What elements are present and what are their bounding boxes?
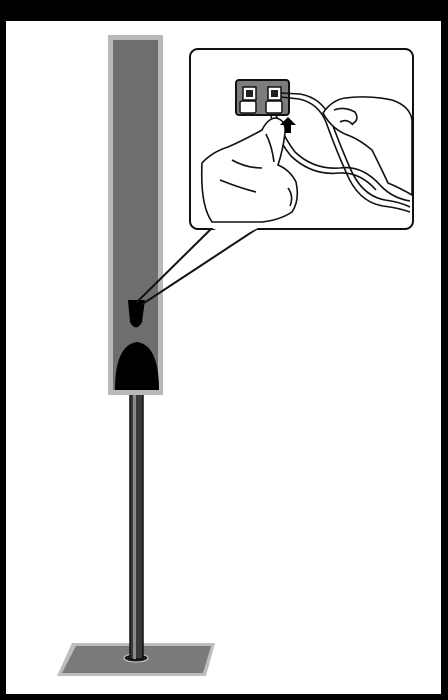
- insert-arrow-icon: [280, 117, 296, 133]
- speaker-tower-icon: [108, 35, 163, 395]
- terminal-opening-icon: [128, 300, 145, 328]
- left-hand-icon: [200, 117, 299, 223]
- speaker-wire-icon: [270, 92, 411, 213]
- pole-socket-icon: [115, 342, 159, 390]
- zoom-callout-icon: [189, 48, 414, 232]
- zoom-callout-lines: [135, 227, 259, 306]
- stand-pole-icon: [129, 381, 144, 660]
- speaker-terminal-icon: [235, 79, 290, 116]
- right-hand-icon: [322, 96, 413, 197]
